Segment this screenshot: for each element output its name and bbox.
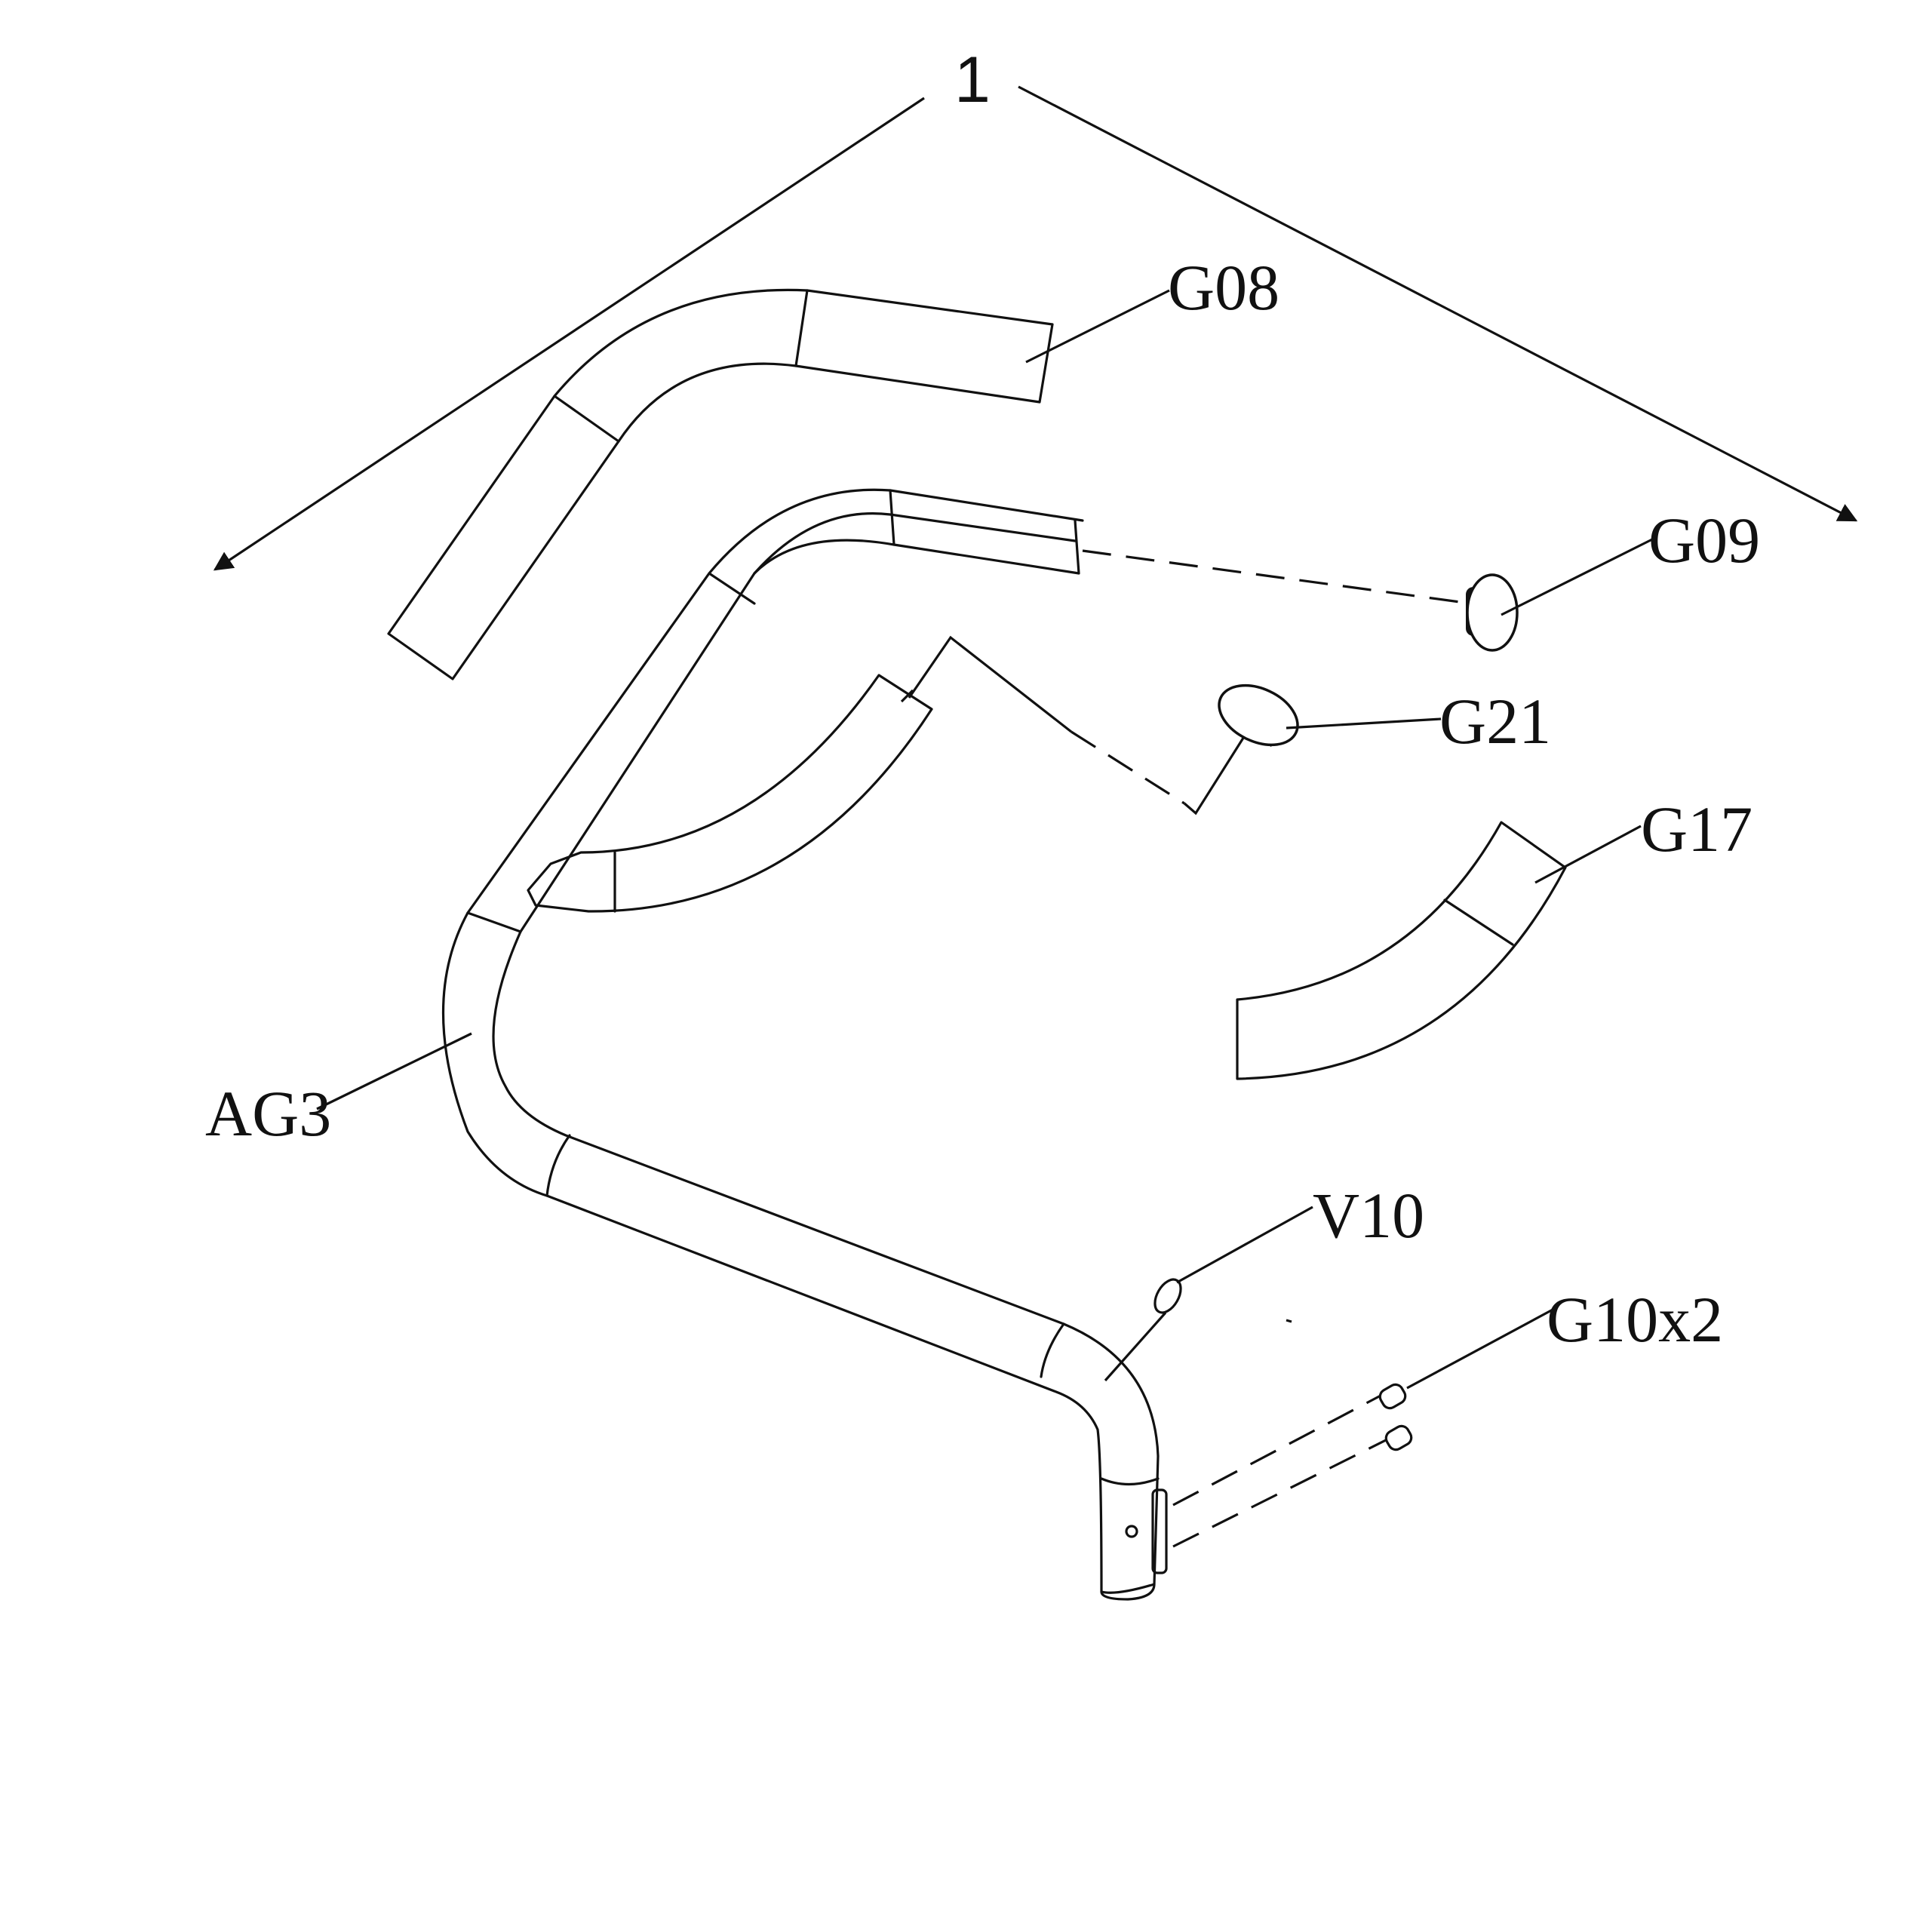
g10-label: G10x2 xyxy=(1547,1283,1723,1356)
g10-leader xyxy=(1406,1307,1555,1390)
branch-tube xyxy=(527,674,933,913)
g21-label: G21 xyxy=(1439,685,1551,757)
g08-label: G08 xyxy=(1168,251,1279,324)
ag3-frame-tube: AG3 xyxy=(205,488,1168,1601)
g08-sleeve: G08 xyxy=(387,251,1279,680)
ag3-label: AG3 xyxy=(205,1077,331,1150)
assembly-number-label: 1 xyxy=(954,44,991,116)
ag3-leader xyxy=(316,1032,472,1110)
assembly-dashed-lines xyxy=(908,549,1472,1548)
g17-label: G17 xyxy=(1641,793,1753,865)
g09-end-cap: G09 xyxy=(1466,504,1760,652)
v10-washer: V10 xyxy=(1104,1179,1424,1382)
g21-plug: G21 xyxy=(1218,683,1551,757)
g21-leader xyxy=(1286,717,1442,729)
v10-label: V10 xyxy=(1313,1179,1424,1252)
v10-leader xyxy=(1176,1206,1313,1284)
g17-leader xyxy=(1534,825,1642,884)
g17-sleeve: G17 xyxy=(1236,793,1753,1080)
assembly-callout: 1 xyxy=(213,44,1858,571)
g08-leader xyxy=(1025,289,1170,364)
assembly-arrow-right xyxy=(1018,85,1858,522)
g09-label: G09 xyxy=(1648,504,1760,576)
assembly-arrow-left xyxy=(213,97,925,571)
g09-leader xyxy=(1501,538,1653,616)
g10-screws: G10x2 xyxy=(1378,1283,1723,1451)
